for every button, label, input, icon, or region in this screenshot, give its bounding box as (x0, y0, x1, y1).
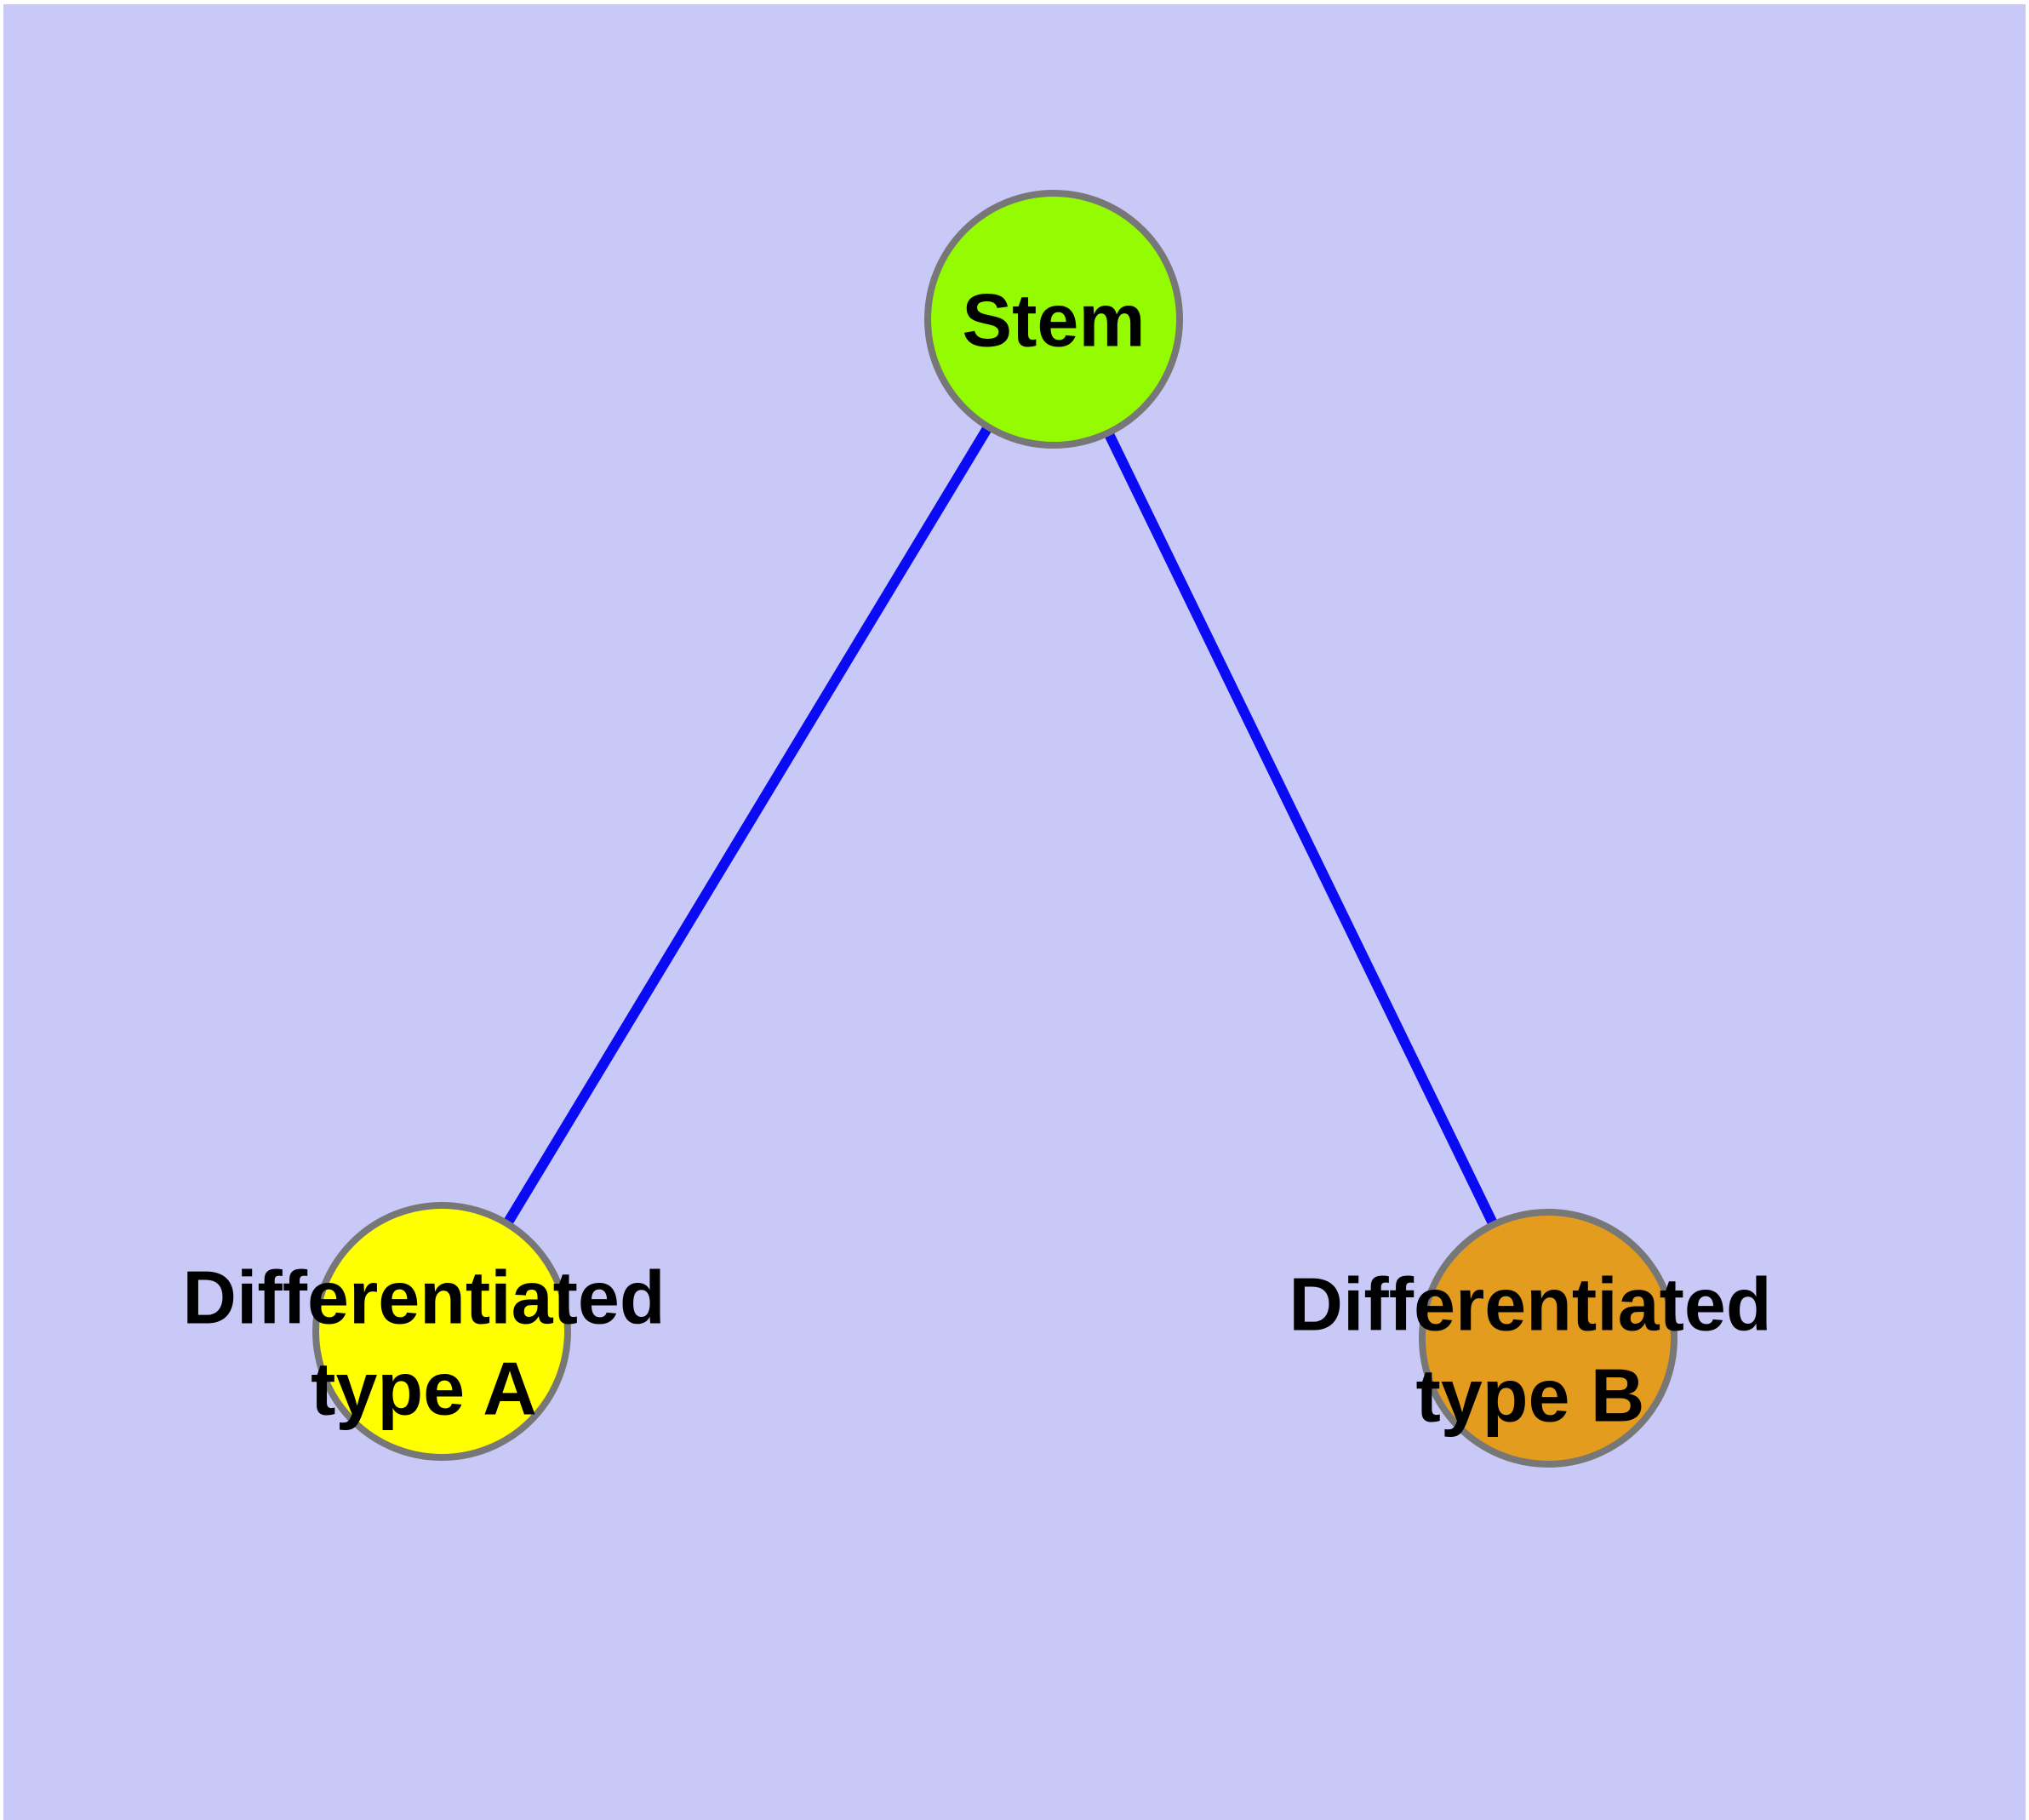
node-stem (924, 190, 1183, 449)
node-differentiated-type-b-label-line2: type B (1415, 1354, 1645, 1438)
node-differentiated-type-b (1419, 1209, 1677, 1468)
node-differentiated-type-b-label: Differentiated type B (1289, 1259, 1771, 1442)
node-differentiated-type-a-label: Differentiated type A (182, 1252, 665, 1435)
edge-stem-to-type-a (504, 425, 992, 1226)
node-differentiated-type-a (312, 1202, 571, 1461)
node-differentiated-type-a-label-line2: type A (311, 1347, 537, 1431)
node-stem-label: Stem (962, 278, 1146, 363)
node-differentiated-type-b-label-line1: Differentiated (1289, 1262, 1772, 1347)
node-differentiated-type-a-label-line1: Differentiated (182, 1255, 666, 1340)
edge-stem-to-type-b (1105, 431, 1497, 1227)
